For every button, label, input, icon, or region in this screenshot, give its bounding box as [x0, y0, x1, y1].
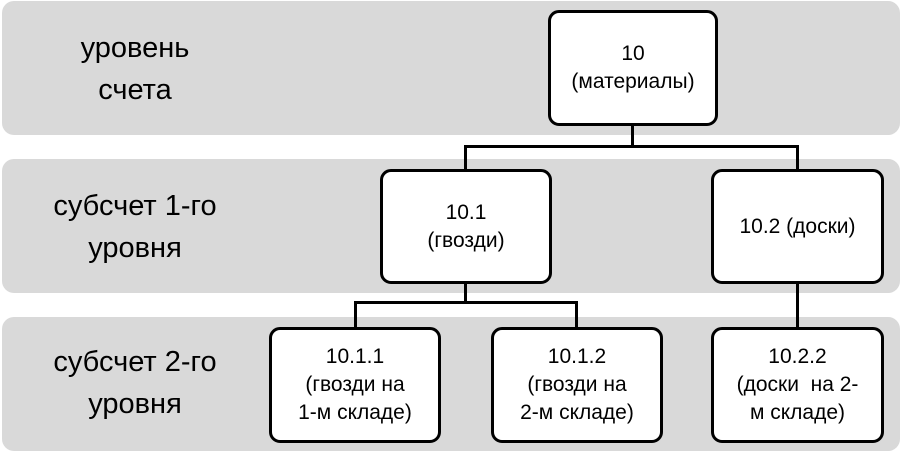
- connector-to-10-1-1: [354, 301, 357, 327]
- node-line: 10.1.1: [325, 345, 385, 368]
- node-10-2-2-boards-warehouse-2: 10.2.2 (доски на 2- м складе): [711, 327, 884, 443]
- level-label-line: счета: [98, 74, 172, 106]
- node-line: 10.2.2: [768, 345, 827, 368]
- node-line: (доски на 2-: [736, 373, 859, 396]
- node-line: (гвозди на: [527, 373, 627, 396]
- node-line: 10: [621, 42, 645, 65]
- node-line: (гвозди): [427, 228, 505, 252]
- node-line: 2-м складе): [520, 401, 634, 424]
- level-label-line: субсчет 1-го: [53, 190, 217, 222]
- node-line: 1-м складе): [298, 401, 412, 424]
- node-line: м складе): [749, 401, 846, 424]
- connector-10-2-to-10-2-2: [796, 284, 799, 327]
- node-10-1-1-nails-warehouse-1: 10.1.1 (гвозди на 1-м складе): [269, 327, 441, 443]
- connector-root-down: [631, 126, 634, 148]
- level-label-subaccount-2: субсчет 2-го уровня: [0, 341, 270, 425]
- connector-to-10-1: [464, 145, 467, 169]
- node-line: 10.1: [445, 200, 487, 224]
- node-line: (материалы): [571, 70, 695, 93]
- connector-level2-bar: [354, 301, 578, 304]
- level-label-subaccount-1: субсчет 1-го уровня: [0, 185, 270, 269]
- connector-to-10-2: [796, 145, 799, 169]
- level-label-line: уровня: [88, 232, 182, 264]
- level-label-line: уровень: [80, 32, 190, 64]
- node-10-2-boards: 10.2 (доски): [711, 169, 884, 284]
- node-10-1-nails: 10.1 (гвозди): [380, 169, 552, 284]
- connector-level1-bar: [464, 145, 799, 148]
- connector-to-10-1-2: [575, 301, 578, 327]
- node-line: 10.2 (доски): [739, 214, 856, 238]
- connector-10-1-down: [464, 284, 467, 304]
- node-10-materials: 10 (материалы): [548, 10, 718, 126]
- level-label-line: субсчет 2-го: [53, 346, 217, 378]
- level-label-account: уровень счета: [0, 27, 270, 111]
- node-line: 10.1.2: [547, 345, 607, 368]
- level-label-line: уровня: [88, 388, 182, 420]
- node-10-1-2-nails-warehouse-2: 10.1.2 (гвозди на 2-м складе): [491, 327, 663, 443]
- node-line: (гвозди на: [305, 373, 405, 396]
- level-band-account: [2, 1, 900, 135]
